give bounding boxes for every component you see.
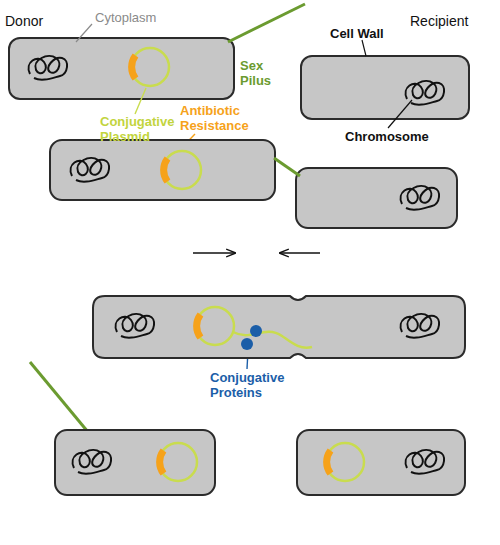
recipient-cell (296, 168, 457, 228)
part-label: Sex Pilus (240, 58, 282, 88)
cell-role-label: Recipient (410, 13, 468, 29)
part-label: Cell Wall (330, 26, 420, 41)
leader-line (247, 350, 248, 369)
part-label: Cytoplasm (95, 10, 185, 25)
chromosome (73, 450, 112, 474)
leader-line (135, 88, 146, 114)
donor-cell (50, 140, 275, 200)
conjugative-protein (250, 325, 262, 337)
motion-arrow (280, 252, 320, 253)
conjugative-protein (241, 338, 253, 350)
leader-line (76, 24, 92, 42)
chromosome (401, 186, 440, 210)
part-label: Conjugative Plasmid (100, 114, 188, 144)
leader-line (170, 134, 195, 160)
conjugative-plasmid (326, 443, 364, 481)
bacterium-cell: Recipient (300, 55, 470, 120)
leader-line (388, 100, 412, 128)
conjugative-plasmid (163, 151, 201, 189)
transferring-dna (233, 332, 312, 348)
sex-pilus (274, 158, 300, 176)
part-label: Antibiotic Resistance (180, 103, 265, 133)
leader-line (362, 40, 366, 56)
recipient-cell (297, 430, 465, 495)
part-label: Chromosome (345, 129, 445, 144)
conjugative-plasmid (159, 443, 197, 481)
joined-cells (93, 296, 465, 358)
cell-role-label: Donor (5, 13, 43, 29)
sex-pilus (228, 4, 305, 42)
part-label: Conjugative Proteins (210, 370, 305, 400)
chromosome (406, 450, 445, 474)
conjugative-plasmid (131, 48, 169, 86)
chromosome (116, 314, 155, 338)
chromosome (406, 81, 445, 105)
chromosome (29, 56, 68, 80)
bacterium-cell: Donor (8, 37, 235, 100)
motion-arrow (193, 252, 235, 253)
sex-pilus (30, 362, 88, 432)
donor-cell (55, 430, 215, 495)
chromosome (401, 314, 440, 338)
conjugative-plasmid (196, 307, 234, 345)
chromosome (71, 158, 110, 182)
